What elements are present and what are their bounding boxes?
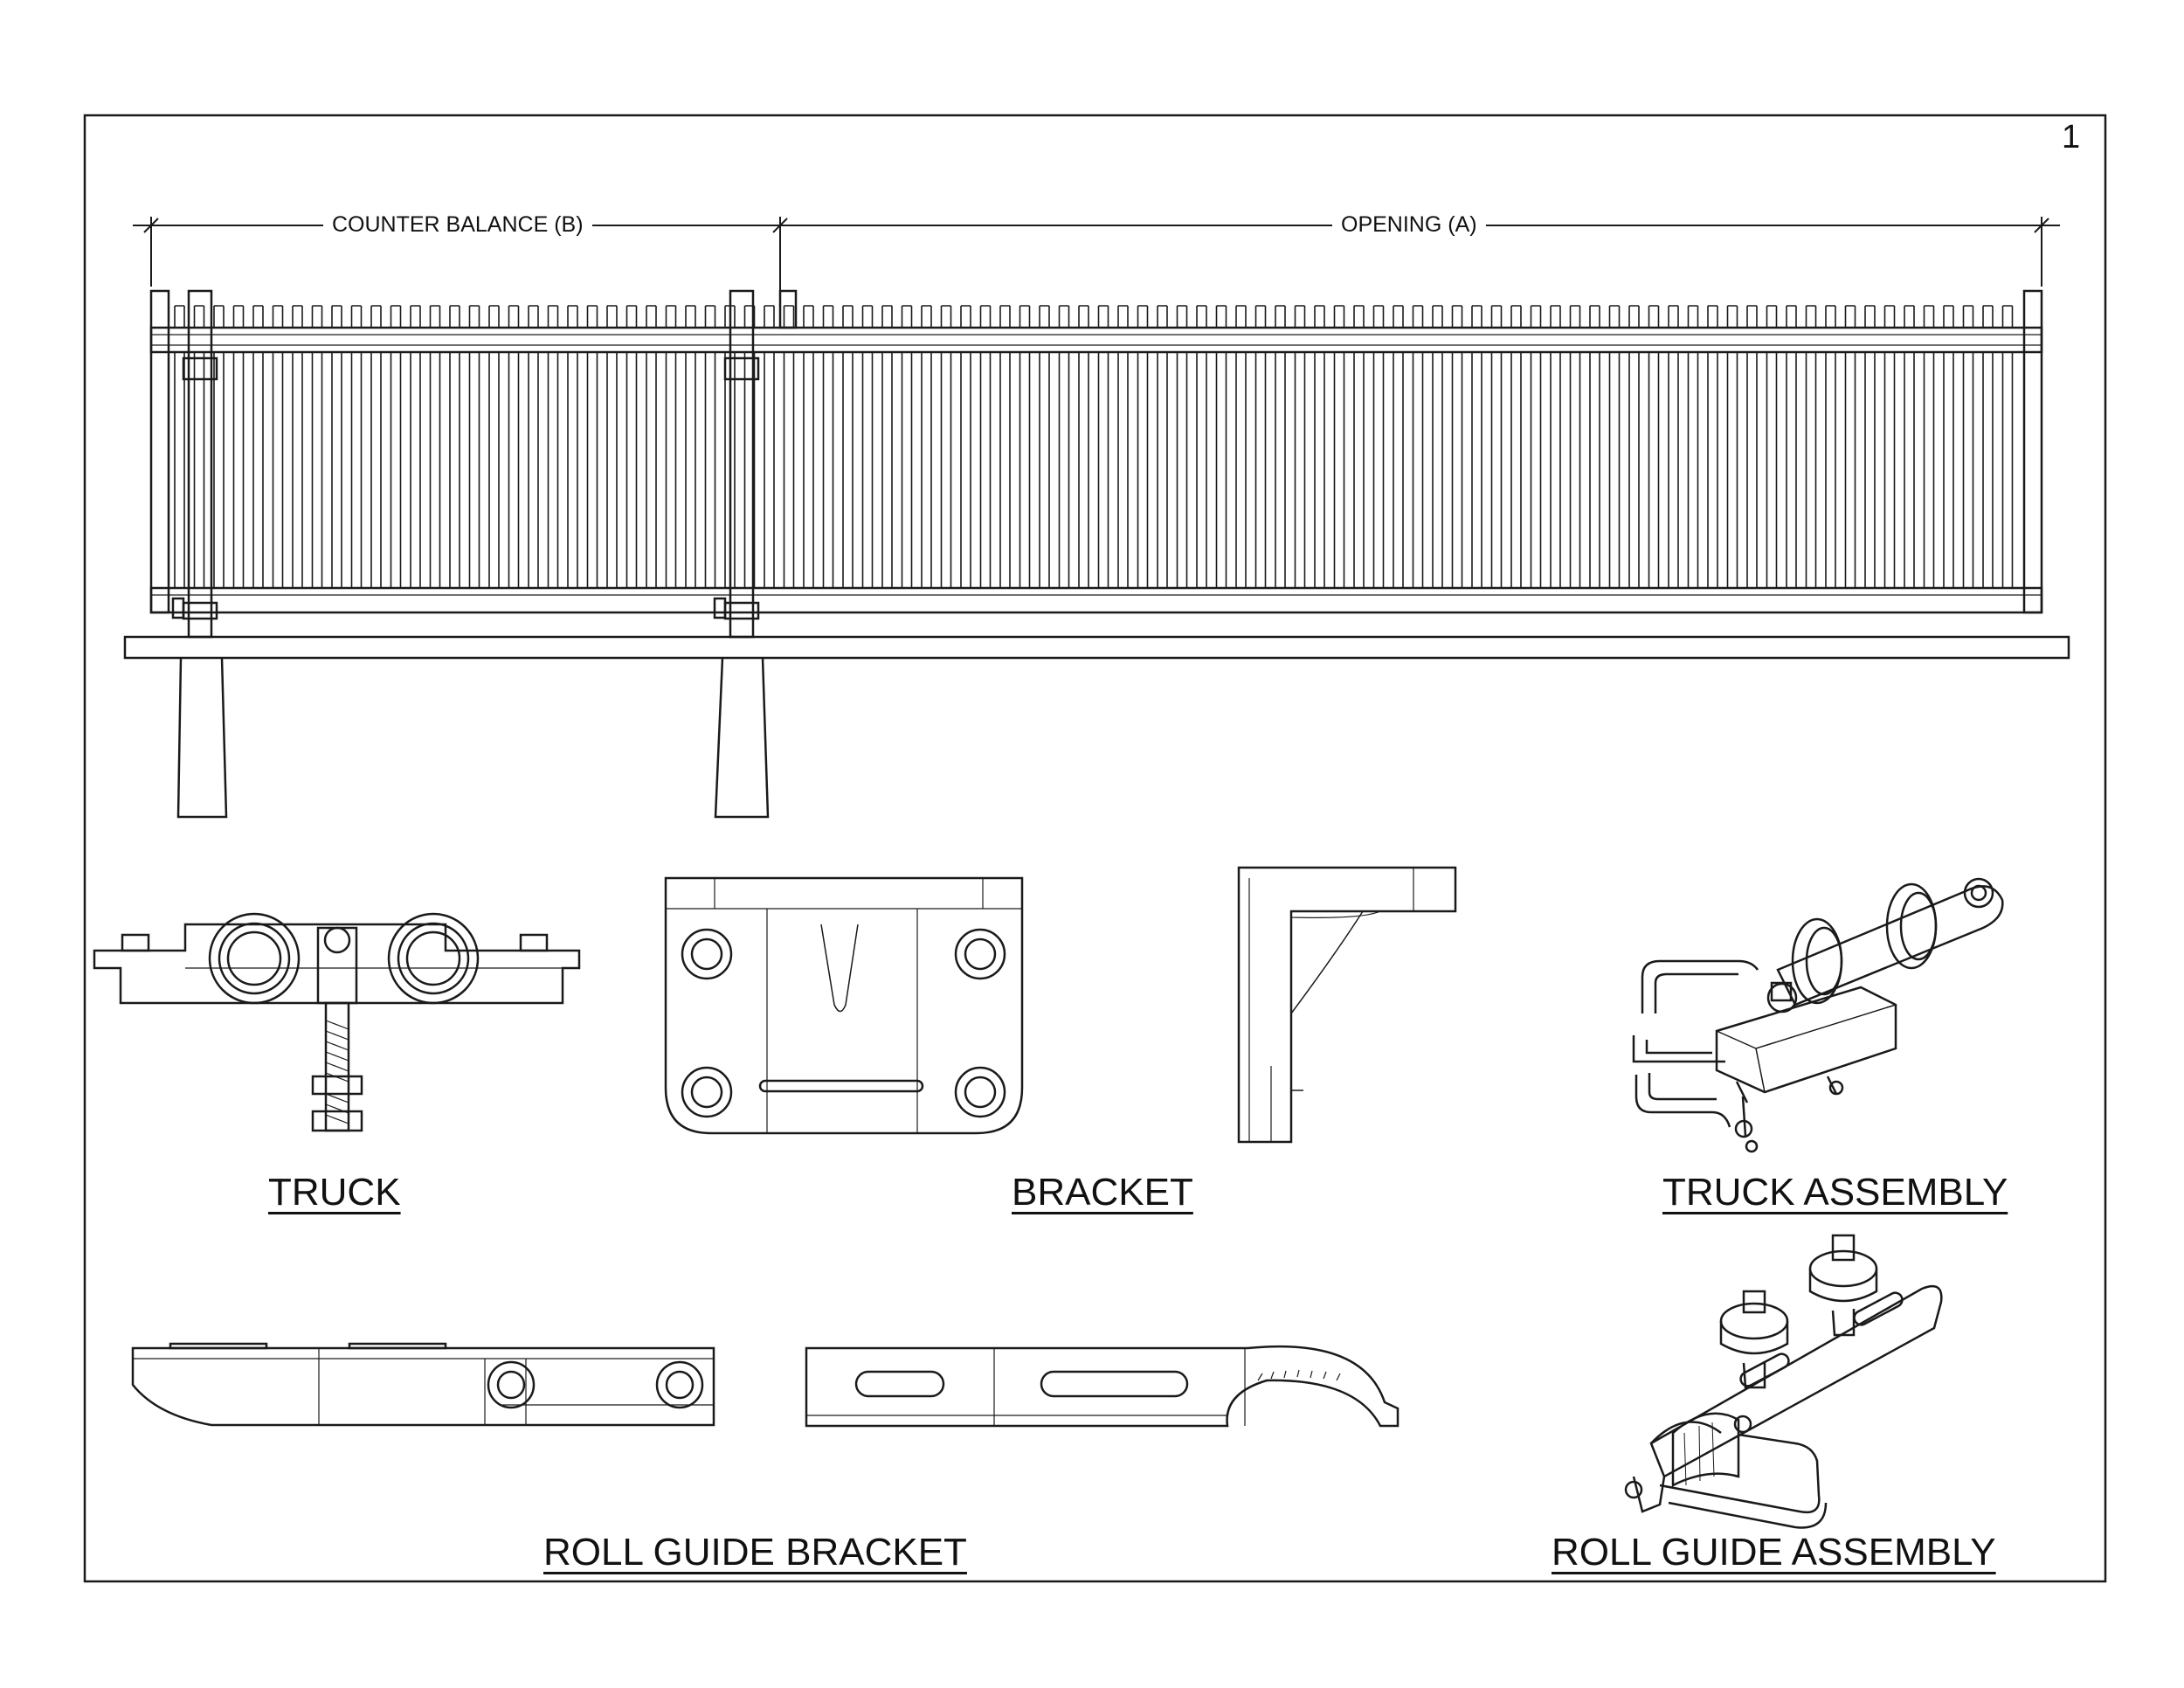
sheet-border	[83, 114, 2107, 1583]
post-left	[187, 289, 213, 639]
footing-middle	[714, 657, 770, 819]
page-number: 1	[2062, 119, 2081, 156]
roll-guide-bracket-drawing-1	[131, 1342, 715, 1427]
truck-assembly-drawing	[1632, 877, 2004, 1153]
ground-slab	[123, 635, 2070, 660]
post-middle	[729, 289, 755, 639]
label-truck-assembly: TRUCK ASSEMBLY	[1662, 1171, 2008, 1214]
dimension-opening: OPENING (A)	[1332, 212, 1486, 238]
label-bracket: BRACKET	[1012, 1171, 1193, 1214]
gate-elevation	[123, 289, 2070, 819]
truck-drawing	[93, 912, 581, 1132]
bracket-front-drawing	[664, 876, 1024, 1135]
roll-guide-bracket-drawing-2	[805, 1345, 1400, 1428]
footing-left	[176, 657, 228, 819]
bracket-side-drawing	[1237, 866, 1457, 1144]
roll-guide-assembly-drawing	[1624, 1234, 1943, 1529]
label-truck: TRUCK	[268, 1171, 401, 1214]
pickets	[174, 305, 2014, 588]
dimension-counter-balance: COUNTER BALANCE (B)	[323, 212, 592, 238]
label-roll-guide-bracket: ROLL GUIDE BRACKET	[543, 1531, 967, 1574]
label-roll-guide-assembly: ROLL GUIDE ASSEMBLY	[1552, 1531, 1996, 1574]
